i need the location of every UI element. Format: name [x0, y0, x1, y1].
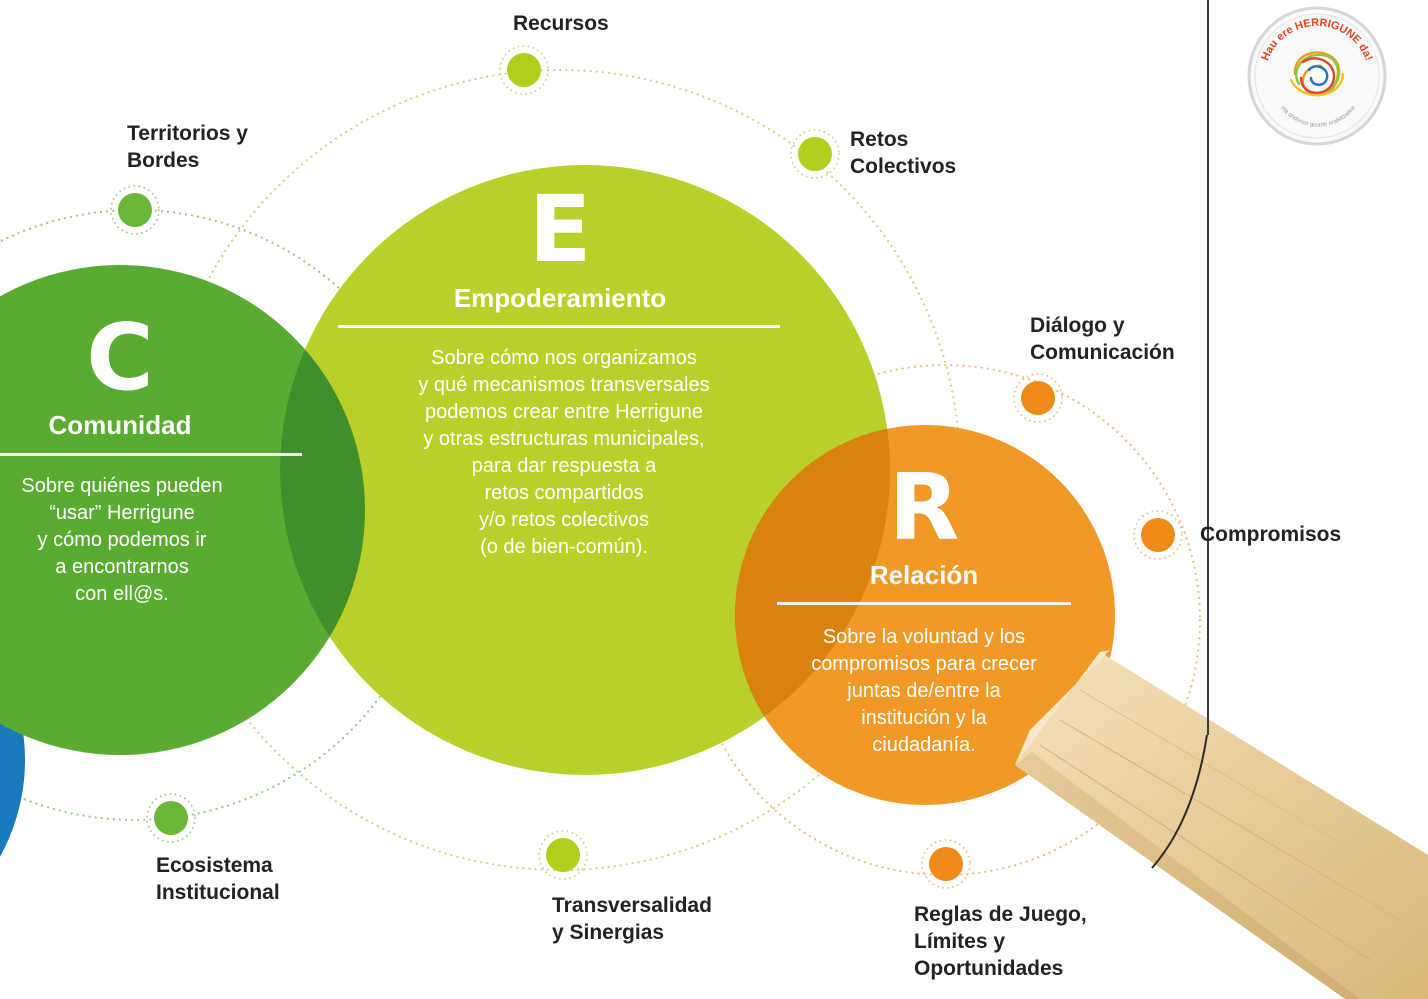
desc-empoderamiento: Sobre cómo nos organizamos y qué mecanis… — [418, 347, 710, 558]
tangled-lines-icon — [1289, 51, 1345, 97]
label-transversalidad-sinergias: Transversalidad y Sinergias — [552, 894, 712, 944]
dot-reglas — [929, 847, 963, 881]
desc-comunidad: Sobre quiénes pueden “usar” Herrigune y … — [21, 475, 223, 605]
label-recursos: Recursos — [513, 12, 609, 35]
dot-recursos-halo — [499, 45, 549, 95]
dot-ecosistema-halo — [146, 793, 196, 843]
label-dialogo-comunicacion: Diálogo y Comunicación — [1030, 314, 1175, 364]
dot-compromisos-halo — [1133, 510, 1183, 560]
dot-ecosistema — [154, 801, 188, 835]
letter-c: C — [86, 304, 154, 411]
wooden-block-image — [1015, 650, 1428, 999]
circle-comunidad — [0, 265, 365, 755]
vertical-divider-line — [1207, 0, 1209, 735]
dot-retos — [798, 137, 832, 171]
dot-reglas-halo — [921, 839, 971, 889]
rule-comunidad — [0, 453, 302, 456]
label-compromisos: Compromisos — [1200, 523, 1342, 546]
letter-e: E — [528, 176, 592, 283]
dot-transversalidad-halo — [538, 830, 588, 880]
rule-empoderamiento — [338, 325, 780, 328]
label-reglas-juego: Reglas de Juego, Límites y Oportunidades — [914, 903, 1087, 980]
dot-dialogo-halo — [1013, 373, 1063, 423]
title-empoderamiento: Empoderamiento — [453, 283, 667, 313]
dot-transversalidad — [546, 838, 580, 872]
dot-retos-halo — [790, 129, 840, 179]
letter-r: R — [888, 454, 960, 561]
dot-territorios-halo — [110, 185, 160, 235]
orbit-ring-relacion — [688, 363, 1202, 877]
dot-dialogo — [1021, 381, 1055, 415]
title-comunidad: Comunidad — [48, 410, 192, 440]
rule-relacion — [777, 602, 1071, 605]
herrigune-seal-logo: Hau ere HERRIGUNE da! eta ondorioz gizar… — [1247, 6, 1387, 146]
label-ecosistema-institucional: Ecosistema Institucional — [156, 854, 280, 904]
title-relacion: Relación — [869, 560, 979, 590]
overlap-empoderamiento-relacion — [735, 425, 890, 775]
dot-recursos — [507, 53, 541, 87]
dot-compromisos — [1141, 518, 1175, 552]
label-territorios-bordes: Territorios y Bordes — [127, 122, 248, 172]
label-retos-colectivos: Retos Colectivos — [850, 128, 957, 178]
desc-relacion: Sobre la voluntad y los compromisos para… — [811, 626, 1037, 756]
dot-territorios — [118, 193, 152, 227]
